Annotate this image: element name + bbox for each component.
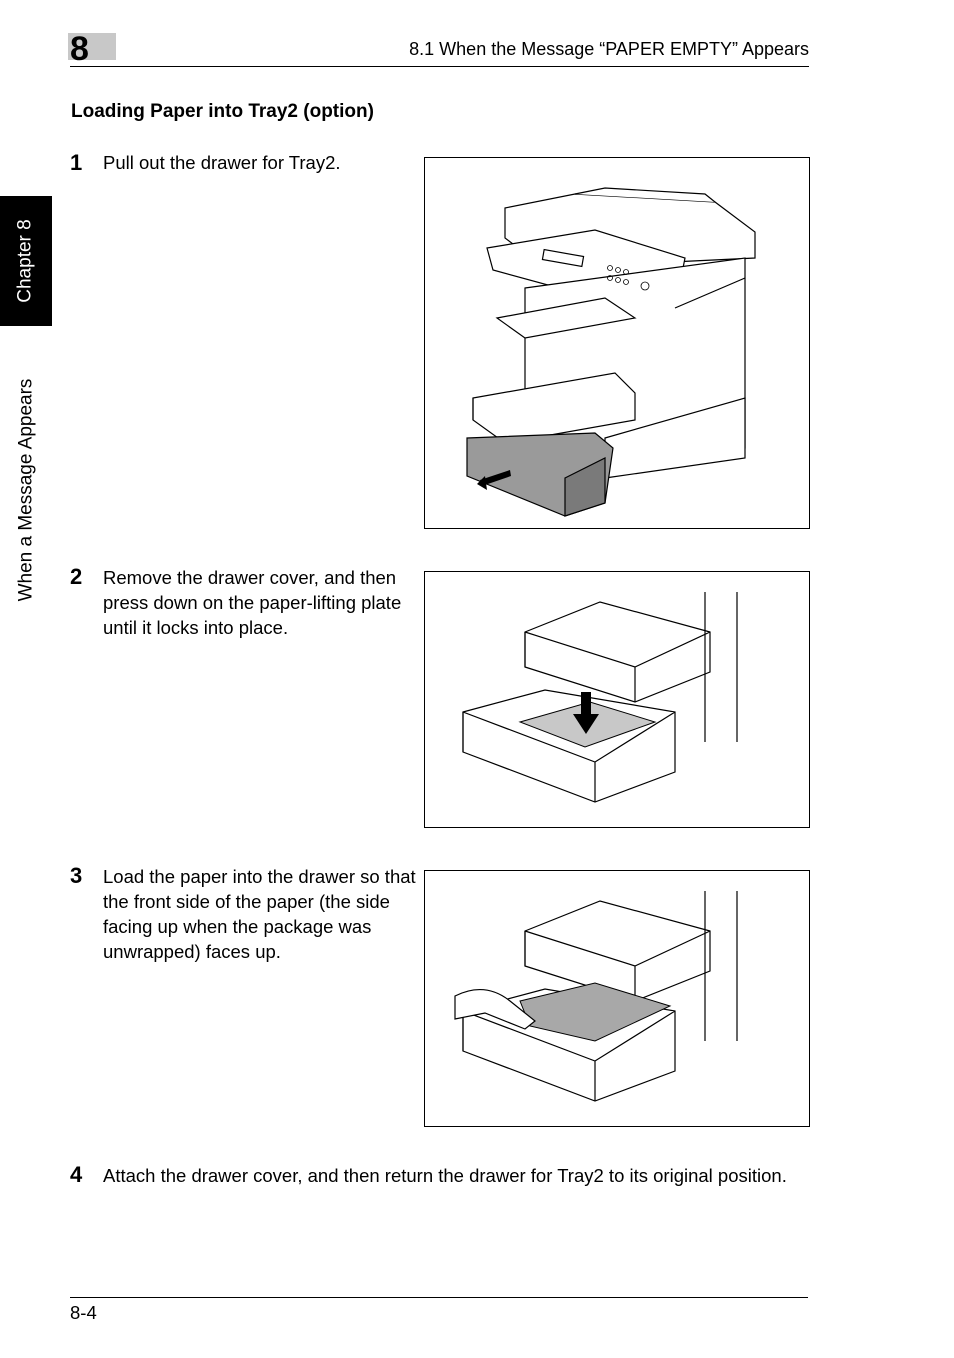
step-2-illustration xyxy=(424,571,810,828)
step-1-illustration xyxy=(424,157,810,529)
step-2-text: Remove the drawer cover, and then press … xyxy=(103,567,402,638)
step-3-illustration xyxy=(424,870,810,1127)
step-3-text: Load the paper into the drawer so that t… xyxy=(103,866,416,962)
section-side-label-wrap: When a Message Appears xyxy=(0,330,52,650)
step-3-number: 3 xyxy=(70,863,83,888)
chapter-number-box xyxy=(68,33,116,60)
step-1-text: Pull out the drawer for Tray2. xyxy=(103,152,341,173)
footer-divider xyxy=(70,1297,808,1298)
copier-drawer-pull-illustration xyxy=(466,187,756,517)
loading-paper-illustration xyxy=(454,891,738,1102)
step-4-number: 4 xyxy=(70,1162,83,1187)
step-1-number: 1 xyxy=(70,150,83,175)
step-4-text: Attach the drawer cover, and then return… xyxy=(103,1165,787,1186)
drawer-cover-removed-illustration xyxy=(462,592,738,803)
chapter-side-tab: Chapter 8 xyxy=(0,196,52,326)
header-divider xyxy=(70,66,809,67)
step-2-number: 2 xyxy=(70,564,83,589)
section-side-label: When a Message Appears xyxy=(15,378,37,602)
section-heading: Loading Paper into Tray2 (option) xyxy=(71,101,374,122)
chapter-number: 8 xyxy=(70,30,89,68)
page-number: 8-4 xyxy=(70,1302,97,1323)
page-header-title: 8.1 When the Message “PAPER EMPTY” Appea… xyxy=(409,39,809,59)
chapter-side-tab-label: Chapter 8 xyxy=(15,219,37,303)
